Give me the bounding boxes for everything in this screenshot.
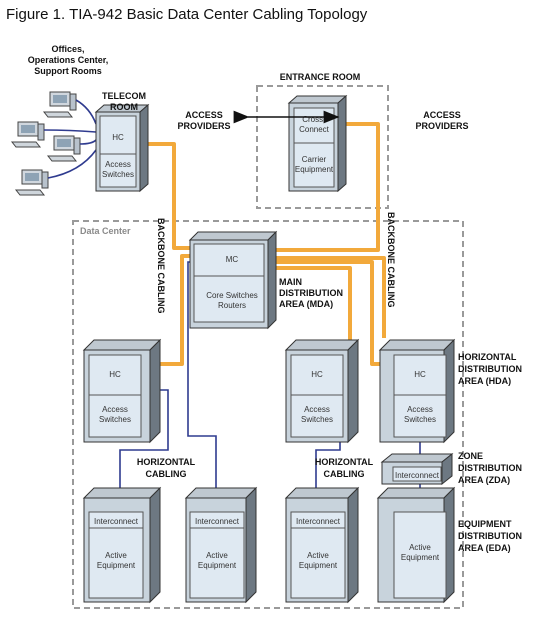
hda-label-1: HORIZONTAL — [458, 352, 517, 362]
eda-cabinet-4: Active Equipment — [376, 486, 456, 604]
hda-cabinet-left: HC Access Switches — [82, 338, 162, 444]
horizontal-cabling-right-1: HORIZONTAL — [315, 457, 374, 467]
eda-label-2: DISTRIBUTION — [458, 531, 522, 541]
eda1-active-label-1: Active — [105, 551, 127, 560]
entrance-room-cabinet: Cross- Connect Carrier Equipment — [287, 94, 348, 193]
telecom-room-label-2: ROOM — [110, 102, 138, 112]
telecom-room-label-1: TELECOM — [102, 91, 146, 101]
mda-cabinet: MC Core Switches Routers — [188, 230, 278, 330]
hda-cabinet-right: HC Access Switches — [378, 338, 456, 444]
backbone-cabling-right-label: BACKBONE CABLING — [386, 212, 396, 308]
eda3-interconnect-label: Interconnect — [296, 517, 341, 526]
hc-middle-label: HC — [311, 370, 323, 379]
backbone-cabling-left-label: BACKBONE CABLING — [156, 218, 166, 314]
carrier-equipment-label-2: Equipment — [295, 165, 334, 174]
access-providers-right-1: ACCESS — [423, 110, 461, 120]
access-providers-right-2: PROVIDERS — [415, 121, 468, 131]
eda1-active-label-2: Equipment — [97, 561, 136, 570]
mda-label-1: MAIN — [279, 277, 302, 287]
data-center-label: Data Center — [80, 226, 131, 236]
office-cables — [43, 99, 97, 179]
computer-icon — [42, 91, 77, 118]
hda-label-3: AREA (HDA) — [458, 376, 511, 386]
access-middle-label-1: Access — [304, 405, 330, 414]
figure-title: Figure 1. TIA-942 Basic Data Center Cabl… — [6, 6, 368, 23]
computer-icon — [10, 121, 45, 148]
entrance-room-boundary — [256, 85, 389, 209]
offices-label-2: Operations Center, — [28, 55, 109, 65]
access-providers-left-1: ACCESS — [185, 110, 223, 120]
office-computers — [10, 91, 81, 196]
core-label-1: Core Switches — [206, 291, 258, 300]
offices-label-1: Offices, — [51, 44, 84, 54]
access-right-label-2: Switches — [404, 415, 436, 424]
zda-interconnect-label: Interconnect — [395, 471, 440, 480]
zda-label-2: DISTRIBUTION — [458, 463, 522, 473]
telecom-hc-label: HC — [112, 133, 124, 142]
eda1-interconnect-label: Interconnect — [94, 517, 139, 526]
access-right-label-1: Access — [407, 405, 433, 414]
hda-cabinet-middle: HC Access Switches — [284, 338, 360, 444]
mda-label-3: AREA (MDA) — [279, 299, 333, 309]
mc-label: MC — [226, 255, 239, 264]
access-left-label-2: Switches — [99, 415, 131, 424]
eda4-active-label-1: Active — [409, 543, 431, 552]
eda3-active-label-2: Equipment — [299, 561, 338, 570]
telecom-access-label-1: Access — [105, 160, 131, 169]
access-middle-label-2: Switches — [301, 415, 333, 424]
offices-label-3: Support Rooms — [34, 66, 102, 76]
zda-box: Interconnect — [380, 452, 454, 486]
hda-label-2: DISTRIBUTION — [458, 364, 522, 374]
eda-cabinet-3: Interconnect Active Equipment — [284, 486, 360, 604]
telecom-access-label-2: Switches — [102, 170, 134, 179]
entrance-room-label: ENTRANCE ROOM — [280, 72, 361, 82]
telecom-room-cabinet: HC Access Switches — [94, 103, 150, 193]
core-label-2: Routers — [218, 301, 246, 310]
mda-label-2: DISTRIBUTION — [279, 288, 343, 298]
cross-connect-label-2: Connect — [299, 125, 330, 134]
access-left-label-1: Access — [102, 405, 128, 414]
zda-label-1: ZONE — [458, 451, 483, 461]
data-center-boundary — [72, 220, 464, 609]
eda-label-1: EQUIPMENT — [458, 519, 512, 529]
horizontal-cabling-left-2: CABLING — [146, 469, 187, 479]
horizontal-cabling-left-1: HORIZONTAL — [137, 457, 196, 467]
eda-cabinet-1: Interconnect Active Equipment — [82, 486, 162, 604]
eda2-interconnect-label: Interconnect — [195, 517, 240, 526]
zda-label-3: AREA (ZDA) — [458, 475, 510, 485]
eda3-active-label-1: Active — [307, 551, 329, 560]
hc-right-label: HC — [414, 370, 426, 379]
eda-cabinet-2: Interconnect Active Equipment — [184, 486, 258, 604]
hc-left-label: HC — [109, 370, 121, 379]
eda-label-3: AREA (EDA) — [458, 543, 511, 553]
computer-icon — [46, 135, 81, 162]
carrier-equipment-label-1: Carrier — [302, 155, 327, 164]
horizontal-cabling-right-2: CABLING — [324, 469, 365, 479]
computer-icon — [14, 169, 49, 196]
eda2-active-label-2: Equipment — [198, 561, 237, 570]
access-providers-left-2: PROVIDERS — [177, 121, 230, 131]
eda2-active-label-1: Active — [206, 551, 228, 560]
eda4-active-label-2: Equipment — [401, 553, 440, 562]
